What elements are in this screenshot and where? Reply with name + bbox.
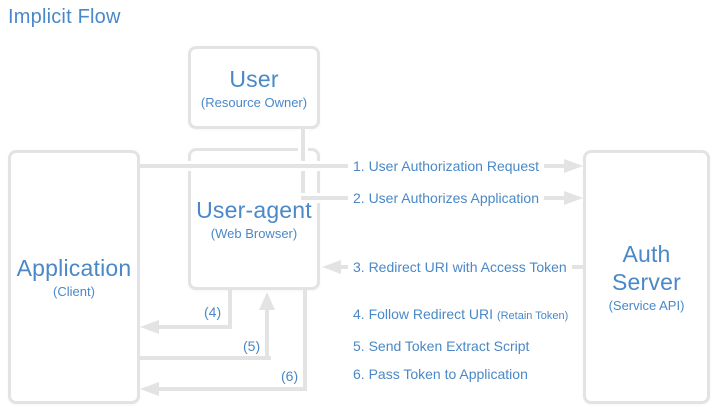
- connector-5-line: [140, 356, 271, 360]
- connector-4-vertical: [228, 290, 232, 329]
- step-label-2: 2. User Authorizes Application: [348, 190, 544, 206]
- connector-4-line: [159, 325, 232, 329]
- arrow-right-icon-step1: [564, 159, 583, 173]
- connector-6-vertical: [303, 290, 307, 391]
- node-application-subtitle: (Client): [53, 284, 95, 299]
- connector-2-vertical: [301, 129, 305, 198]
- node-user-subtitle: (Resource Owner): [200, 94, 308, 110]
- node-user-agent: User-agent (Web Browser): [188, 148, 320, 290]
- step-label-5: 5. Send Token Extract Script: [348, 338, 535, 354]
- node-user-title: User: [229, 65, 279, 92]
- node-auth-server: Auth Server (Service API): [583, 150, 710, 404]
- connector-label-5: (5): [243, 338, 261, 354]
- step-label-4-note: (Retain Token): [496, 310, 569, 322]
- node-user-agent-subtitle: (Web Browser): [210, 226, 298, 241]
- page-title: Implicit Flow: [8, 6, 121, 28]
- connector-6-line: [159, 387, 307, 391]
- arrow-left-icon-step6: [140, 382, 159, 396]
- node-user: User (Resource Owner): [188, 46, 320, 129]
- connector-5-vertical: [265, 309, 269, 360]
- step-label-6: 6. Pass Token to Application: [348, 366, 533, 382]
- arrow-right-icon-step2: [564, 191, 583, 205]
- node-application: Application (Client): [8, 150, 140, 404]
- node-user-agent-title: User-agent: [196, 197, 312, 223]
- node-application-title: Application: [16, 255, 132, 281]
- connector-label-4: (4): [204, 304, 222, 320]
- node-auth-server-title: Auth Server: [612, 241, 681, 295]
- arrow-left-icon-step4: [140, 320, 159, 334]
- step-label-1: 1. User Authorization Request: [348, 158, 544, 174]
- arrow-up-icon-step5: [259, 292, 275, 310]
- step-label-3: 3. Redirect URI with Access Token: [348, 259, 572, 275]
- connector-label-6: (6): [281, 368, 299, 384]
- arrow-left-icon-step3: [322, 260, 341, 274]
- node-auth-server-subtitle: (Service API): [608, 298, 685, 313]
- step-label-4: 4. Follow Redirect URI (Retain Token): [348, 306, 574, 322]
